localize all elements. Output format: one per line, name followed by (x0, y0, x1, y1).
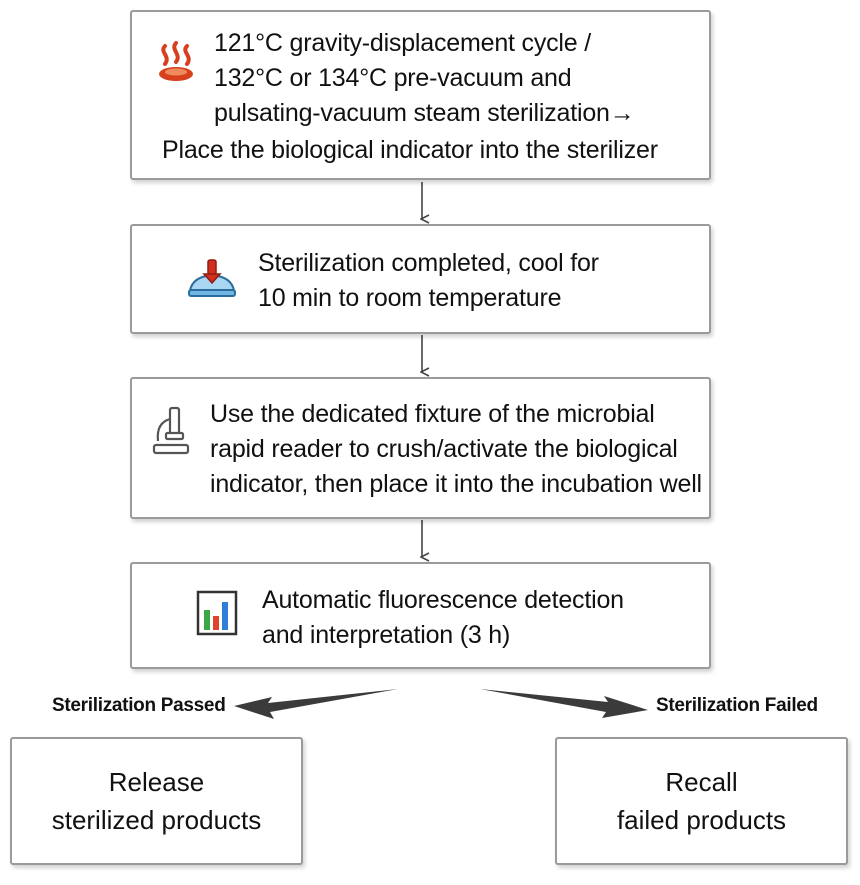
step-activate-indicator: Use the dedicated fixture of the microbi… (130, 377, 711, 519)
step4-line2: and interpretation (3 h) (262, 621, 511, 649)
step3-line2: rapid reader to crush/activate the biolo… (210, 435, 678, 463)
outcome-recall-products: Recall failed products (555, 737, 848, 865)
label-sterilization-failed: Sterilization Failed (656, 695, 818, 716)
step-steam-sterilization: 121°C gravity-displacement cycle / 132°C… (130, 10, 711, 180)
arrow-to-passed (234, 689, 398, 719)
steam-icon (159, 41, 193, 81)
step1-line2: 132°C or 134°C pre-vacuum and (214, 64, 572, 92)
recall-line1: Recall (665, 767, 738, 797)
step-cooling: Sterilization completed, cool for 10 min… (130, 224, 711, 334)
step2-line1: Sterilization completed, cool for (258, 249, 599, 277)
release-line2: sterilized products (51, 805, 262, 835)
step3-line3: indicator, then place it into the incuba… (210, 470, 702, 498)
release-line1: Release (108, 767, 205, 797)
arrow-to-failed (480, 689, 648, 718)
step4-line1: Automatic fluorescence detection (262, 586, 624, 614)
cooling-thermometer-icon (188, 259, 236, 297)
step-fluorescence-detection: Automatic fluorescence detection and int… (130, 562, 711, 669)
step3-line1: Use the dedicated fixture of the microbi… (210, 400, 655, 428)
label-sterilization-passed: Sterilization Passed (52, 695, 226, 716)
microscope-icon (152, 406, 190, 455)
step1-line3: pulsating-vacuum steam sterilization→ (214, 99, 635, 127)
step1-line1: 121°C gravity-displacement cycle / (214, 29, 591, 57)
step1-line4: Place the biological indicator into the … (162, 136, 658, 164)
step2-line2: 10 min to room temperature (258, 284, 562, 312)
recall-line2: failed products (616, 805, 787, 835)
bar-chart-icon (196, 590, 238, 636)
outcome-release-products: Release sterilized products (10, 737, 303, 865)
